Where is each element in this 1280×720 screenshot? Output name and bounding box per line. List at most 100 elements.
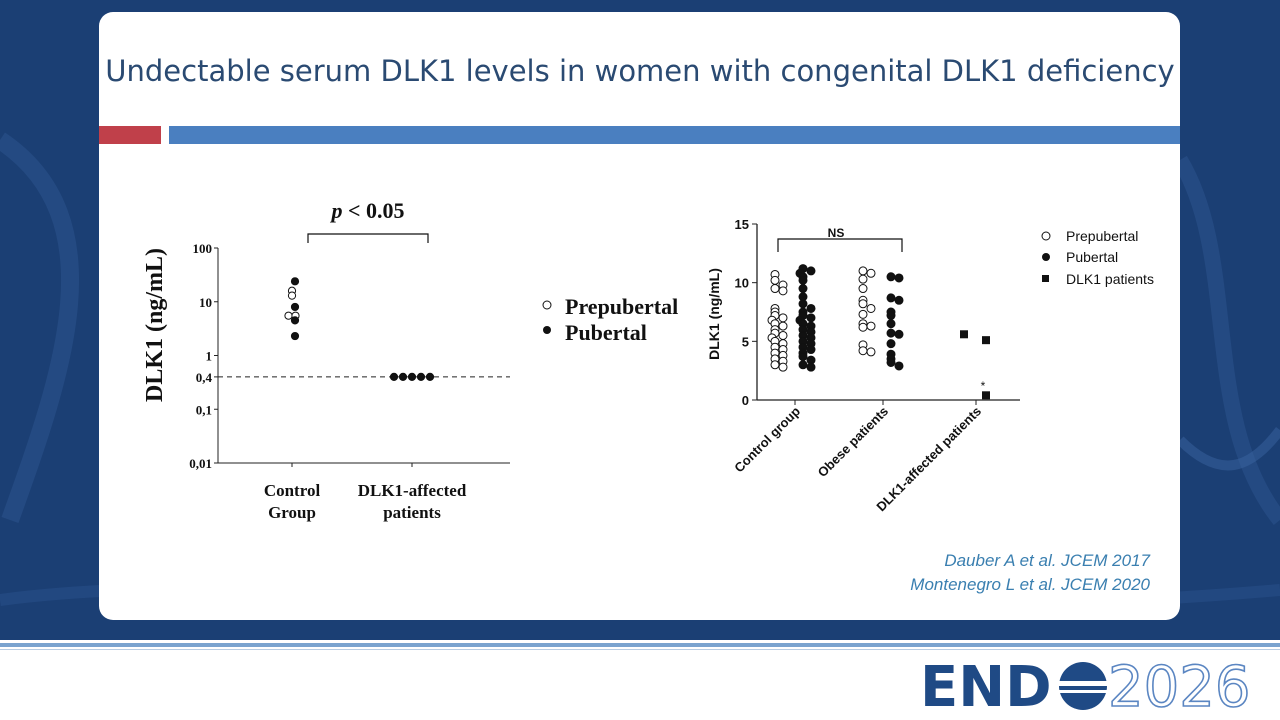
left-pubertal-point bbox=[290, 316, 300, 325]
accent-bar-blue bbox=[169, 126, 1180, 144]
left-x-category-label: patients bbox=[383, 503, 441, 522]
right-pubertal-point bbox=[886, 272, 896, 282]
right-prepubertal-point bbox=[858, 346, 868, 356]
right-pubertal-point bbox=[806, 266, 816, 276]
right-dlk1-patient-point bbox=[982, 391, 990, 400]
left-prepubertal-point bbox=[287, 291, 297, 300]
right-prepubertal-point bbox=[778, 313, 788, 323]
right-pubertal-point bbox=[894, 295, 904, 305]
left-prepubertal-point bbox=[284, 311, 293, 320]
right-pubertal-point bbox=[806, 362, 816, 372]
left-pubertal-point bbox=[389, 372, 399, 381]
logo-globe-icon bbox=[1059, 662, 1107, 710]
right-ns-label: NS bbox=[828, 226, 845, 240]
slide-title: Undectable serum DLK1 levels in women wi… bbox=[105, 54, 1175, 88]
legend-pubertal-label: Pubertal bbox=[565, 320, 647, 345]
left-pubertal-point bbox=[398, 372, 408, 381]
right-prepubertal-point bbox=[770, 284, 780, 294]
right-prepubertal-point bbox=[778, 286, 788, 296]
left-y-tick-label: 1 bbox=[206, 349, 213, 364]
legend2-pubertal-marker bbox=[1042, 253, 1050, 261]
left-x-category-label: Group bbox=[268, 503, 316, 522]
logo-text-end: END bbox=[920, 655, 1052, 715]
left-y-tick-label: 0,1 bbox=[196, 402, 212, 417]
right-ns-bracket bbox=[777, 238, 903, 252]
right-pubertal-point bbox=[894, 273, 904, 283]
legend-prepubertal-label: Prepubertal bbox=[565, 294, 678, 319]
legend2-prepubertal-label: Prepubertal bbox=[1066, 228, 1138, 244]
right-pubertal-point bbox=[798, 284, 808, 294]
right-dlk1-patient-point bbox=[960, 330, 968, 339]
right-legend: Prepubertal Pubertal DLK1 patients bbox=[1041, 228, 1154, 287]
right-x-category-label: DLK1-affected patients bbox=[873, 404, 984, 515]
right-pubertal-point bbox=[798, 275, 808, 285]
right-prepubertal-point bbox=[778, 330, 788, 340]
left-x-category-label: DLK1-affected bbox=[358, 481, 467, 500]
left-y-axis-title: DLK1 (ng/mL) bbox=[142, 248, 168, 402]
right-pubertal-point bbox=[894, 361, 904, 371]
right-pubertal-point bbox=[886, 319, 896, 329]
right-y-tick-label: 0 bbox=[742, 393, 749, 408]
right-asterisk: * bbox=[981, 379, 986, 393]
citation-2: Montenegro L et al. JCEM 2020 bbox=[910, 575, 1150, 594]
right-prepubertal-point bbox=[778, 321, 788, 331]
left-pubertal-point bbox=[290, 331, 300, 341]
accent-bar-red bbox=[99, 126, 161, 144]
left-chart: DLK1 (ng/mL) ControlGroupDLK1-affectedpa… bbox=[142, 198, 510, 522]
right-pubertal-point bbox=[886, 357, 896, 367]
right-prepubertal-point bbox=[858, 322, 868, 332]
right-pubertal-point bbox=[886, 293, 896, 303]
right-pubertal-point bbox=[886, 311, 896, 321]
legend2-prepubertal-marker bbox=[1041, 231, 1051, 241]
right-x-category-label: Obese patients bbox=[815, 404, 892, 481]
right-prepubertal-point bbox=[858, 266, 868, 276]
right-pubertal-point bbox=[894, 329, 904, 339]
left-y-tick-label: 100 bbox=[193, 241, 213, 256]
right-dlk1-patient-point bbox=[982, 336, 990, 345]
right-prepubertal-point bbox=[778, 362, 788, 372]
slide-card bbox=[99, 12, 1180, 620]
right-pubertal-point bbox=[806, 303, 816, 313]
right-pubertal-point bbox=[806, 313, 816, 323]
right-prepubertal-point bbox=[858, 309, 868, 319]
right-x-category-label: Control group bbox=[731, 403, 803, 475]
right-pubertal-point bbox=[798, 360, 808, 370]
footer-divider-thin bbox=[0, 649, 1280, 650]
left-pubertal-point bbox=[425, 372, 435, 381]
right-pubertal-point bbox=[886, 339, 896, 349]
legend2-dlk1-marker bbox=[1042, 275, 1049, 282]
endo-2026-logo: END 2026 bbox=[920, 655, 1251, 715]
legend-prepubertal-marker bbox=[542, 300, 552, 310]
right-y-axis-label: DLK1 (ng/mL) bbox=[706, 268, 722, 360]
left-y-axis-label: DLK1 (ng/mL) bbox=[142, 248, 168, 402]
right-y-tick-label: 10 bbox=[735, 276, 749, 291]
right-prepubertal-point bbox=[866, 268, 876, 278]
left-y-tick-label: 10 bbox=[199, 295, 212, 310]
legend-pubertal-marker bbox=[543, 326, 551, 334]
right-pubertal-point bbox=[798, 352, 808, 362]
left-pubertal-point bbox=[416, 372, 426, 381]
footer-divider bbox=[0, 643, 1280, 647]
right-prepubertal-point bbox=[770, 275, 780, 285]
left-legend: Prepubertal Pubertal bbox=[542, 294, 678, 345]
left-y-tick-label: 0,4 bbox=[196, 370, 213, 385]
right-prepubertal-point bbox=[866, 347, 876, 357]
left-pubertal-point bbox=[290, 302, 300, 312]
legend2-dlk1-label: DLK1 patients bbox=[1066, 271, 1154, 287]
right-pubertal-point bbox=[886, 328, 896, 338]
right-prepubertal-point bbox=[866, 321, 876, 331]
legend2-pubertal-label: Pubertal bbox=[1066, 249, 1118, 265]
right-y-tick-label: 5 bbox=[742, 334, 749, 349]
right-prepubertal-point bbox=[866, 303, 876, 313]
right-prepubertal-point bbox=[858, 274, 868, 284]
left-significance-bracket bbox=[307, 233, 429, 243]
right-pubertal-point bbox=[798, 299, 808, 309]
right-prepubertal-point bbox=[858, 299, 868, 309]
citation-1: Dauber A et al. JCEM 2017 bbox=[944, 551, 1150, 570]
left-pubertal-point bbox=[290, 277, 300, 286]
left-pubertal-point bbox=[407, 372, 417, 381]
left-p-value: p < 0.05 bbox=[329, 198, 404, 223]
logo-text-year: 2026 bbox=[1108, 655, 1251, 715]
right-prepubertal-point bbox=[858, 284, 868, 294]
